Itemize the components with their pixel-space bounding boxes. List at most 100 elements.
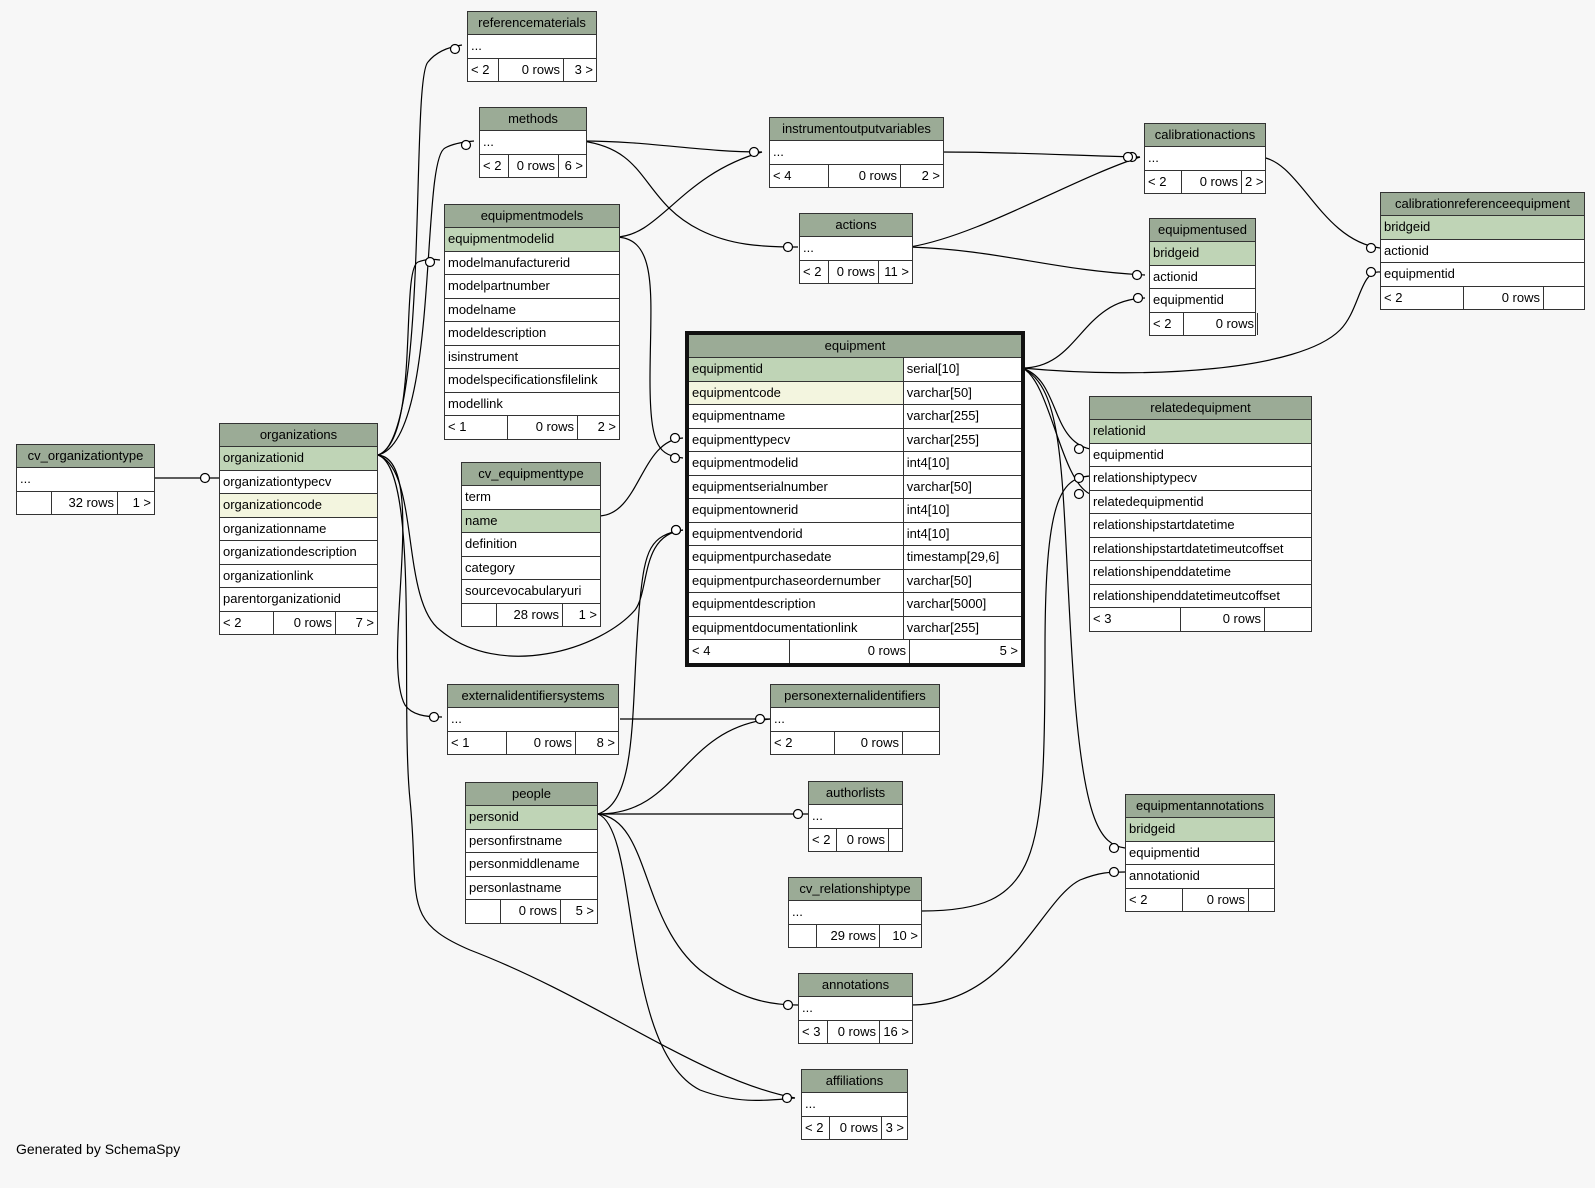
column-row[interactable]: personfirstname: [466, 830, 597, 853]
column-row[interactable]: ...: [448, 708, 618, 732]
children-link[interactable]: 7 >: [335, 611, 377, 634]
column-row[interactable]: relationid: [1090, 420, 1311, 444]
parents-link[interactable]: < 2: [803, 263, 822, 279]
table-header[interactable]: externalidentifiersystems: [448, 685, 618, 708]
column-row[interactable]: sourcevocabularyuri: [462, 580, 600, 604]
children-link[interactable]: 10 >: [879, 924, 921, 947]
column-row[interactable]: organizationdescription: [220, 541, 377, 565]
table-header[interactable]: annotations: [799, 974, 912, 997]
table-header[interactable]: organizations: [220, 424, 377, 447]
column-row[interactable]: actionid: [1381, 240, 1584, 263]
children-link[interactable]: 5 >: [560, 900, 597, 923]
column-row[interactable]: isinstrument: [445, 346, 619, 369]
column-row[interactable]: equipmentid: [1150, 289, 1255, 313]
children-link[interactable]: 3 >: [881, 1116, 907, 1139]
parents-link[interactable]: < 2: [1384, 289, 1403, 305]
column-row[interactable]: ...: [799, 997, 912, 1021]
column-row[interactable]: organizationid: [220, 447, 377, 471]
parents-link[interactable]: < 1: [451, 734, 470, 750]
parents-link[interactable]: < 2: [1148, 173, 1167, 189]
table-header[interactable]: cv_relationshiptype: [789, 878, 921, 901]
table-header[interactable]: instrumentoutputvariables: [770, 118, 943, 141]
children-link[interactable]: [888, 828, 902, 851]
children-link[interactable]: 6 >: [558, 154, 586, 177]
parents-link[interactable]: < 2: [812, 831, 831, 847]
parents-link[interactable]: [466, 900, 500, 923]
table-header[interactable]: calibrationactions: [1145, 124, 1265, 147]
column-row[interactable]: ...: [789, 901, 921, 925]
column-row[interactable]: ...: [1145, 147, 1265, 171]
column-row[interactable]: ...: [771, 708, 939, 732]
table-header[interactable]: affiliations: [802, 1070, 907, 1093]
column-row[interactable]: modeldescription: [445, 322, 619, 346]
column-row[interactable]: relationshipenddatetimeutcoffset: [1090, 585, 1311, 608]
column-row[interactable]: ...: [800, 237, 912, 261]
column-row[interactable]: definition: [462, 533, 600, 557]
column-row[interactable]: relationshipstartdatetimeutcoffset: [1090, 538, 1311, 561]
column-row[interactable]: modelmanufacturerid: [445, 252, 619, 275]
column-row[interactable]: annotationid: [1126, 865, 1274, 889]
parents-link[interactable]: < 1: [448, 419, 467, 434]
children-link[interactable]: 2 >: [1241, 170, 1265, 193]
column-row[interactable]: modellink: [445, 393, 619, 416]
parents-link[interactable]: < 2: [1129, 891, 1148, 907]
parents-link[interactable]: < 2: [774, 734, 793, 750]
children-link[interactable]: 5 >: [909, 640, 1021, 663]
children-link[interactable]: 1 >: [117, 491, 154, 514]
column-row[interactable]: modelpartnumber: [445, 275, 619, 299]
column-row[interactable]: modelspecificationsfilelink: [445, 369, 619, 393]
children-link[interactable]: 16 >: [879, 1020, 912, 1043]
column-row[interactable]: parentorganizationid: [220, 588, 377, 612]
column-row[interactable]: bridgeid: [1381, 216, 1584, 240]
table-header[interactable]: personexternalidentifiers: [771, 685, 939, 708]
column-row[interactable]: relationshiptypecv: [1090, 467, 1311, 491]
column-row[interactable]: ...: [468, 35, 596, 59]
column-row[interactable]: equipmentmodelid: [445, 228, 619, 252]
parents-link[interactable]: < 3: [802, 1023, 821, 1039]
parents-link[interactable]: [17, 492, 51, 515]
parents-link[interactable]: [462, 604, 496, 627]
column-row[interactable]: term: [462, 486, 600, 510]
parents-link[interactable]: < 2: [483, 157, 502, 173]
column-row[interactable]: ...: [809, 805, 902, 829]
column-row[interactable]: equipmentid: [1381, 263, 1584, 287]
parents-link[interactable]: < 2: [1153, 315, 1172, 331]
table-header[interactable]: equipmentused: [1150, 219, 1255, 242]
parents-link[interactable]: < 2: [471, 61, 490, 77]
children-link[interactable]: [1257, 312, 1264, 335]
children-link[interactable]: 2 >: [900, 164, 943, 187]
column-row[interactable]: modelname: [445, 299, 619, 322]
column-row[interactable]: organizationcode: [220, 494, 377, 518]
children-link[interactable]: [1264, 608, 1311, 631]
column-row[interactable]: organizationlink: [220, 565, 377, 588]
column-row[interactable]: category: [462, 557, 600, 580]
table-header[interactable]: equipment: [689, 335, 1021, 358]
children-link[interactable]: 2 >: [577, 416, 619, 439]
column-row[interactable]: name: [462, 509, 600, 533]
column-row[interactable]: equipmentid: [1126, 842, 1274, 865]
parents-link[interactable]: [789, 925, 816, 948]
column-row[interactable]: equipmentid: [1090, 444, 1311, 467]
table-header[interactable]: cv_equipmenttype: [462, 463, 600, 486]
column-row[interactable]: personlastname: [466, 877, 597, 900]
children-link[interactable]: 11 >: [878, 260, 912, 283]
table-header[interactable]: authorlists: [809, 782, 902, 805]
parents-link[interactable]: < 4: [692, 643, 711, 658]
